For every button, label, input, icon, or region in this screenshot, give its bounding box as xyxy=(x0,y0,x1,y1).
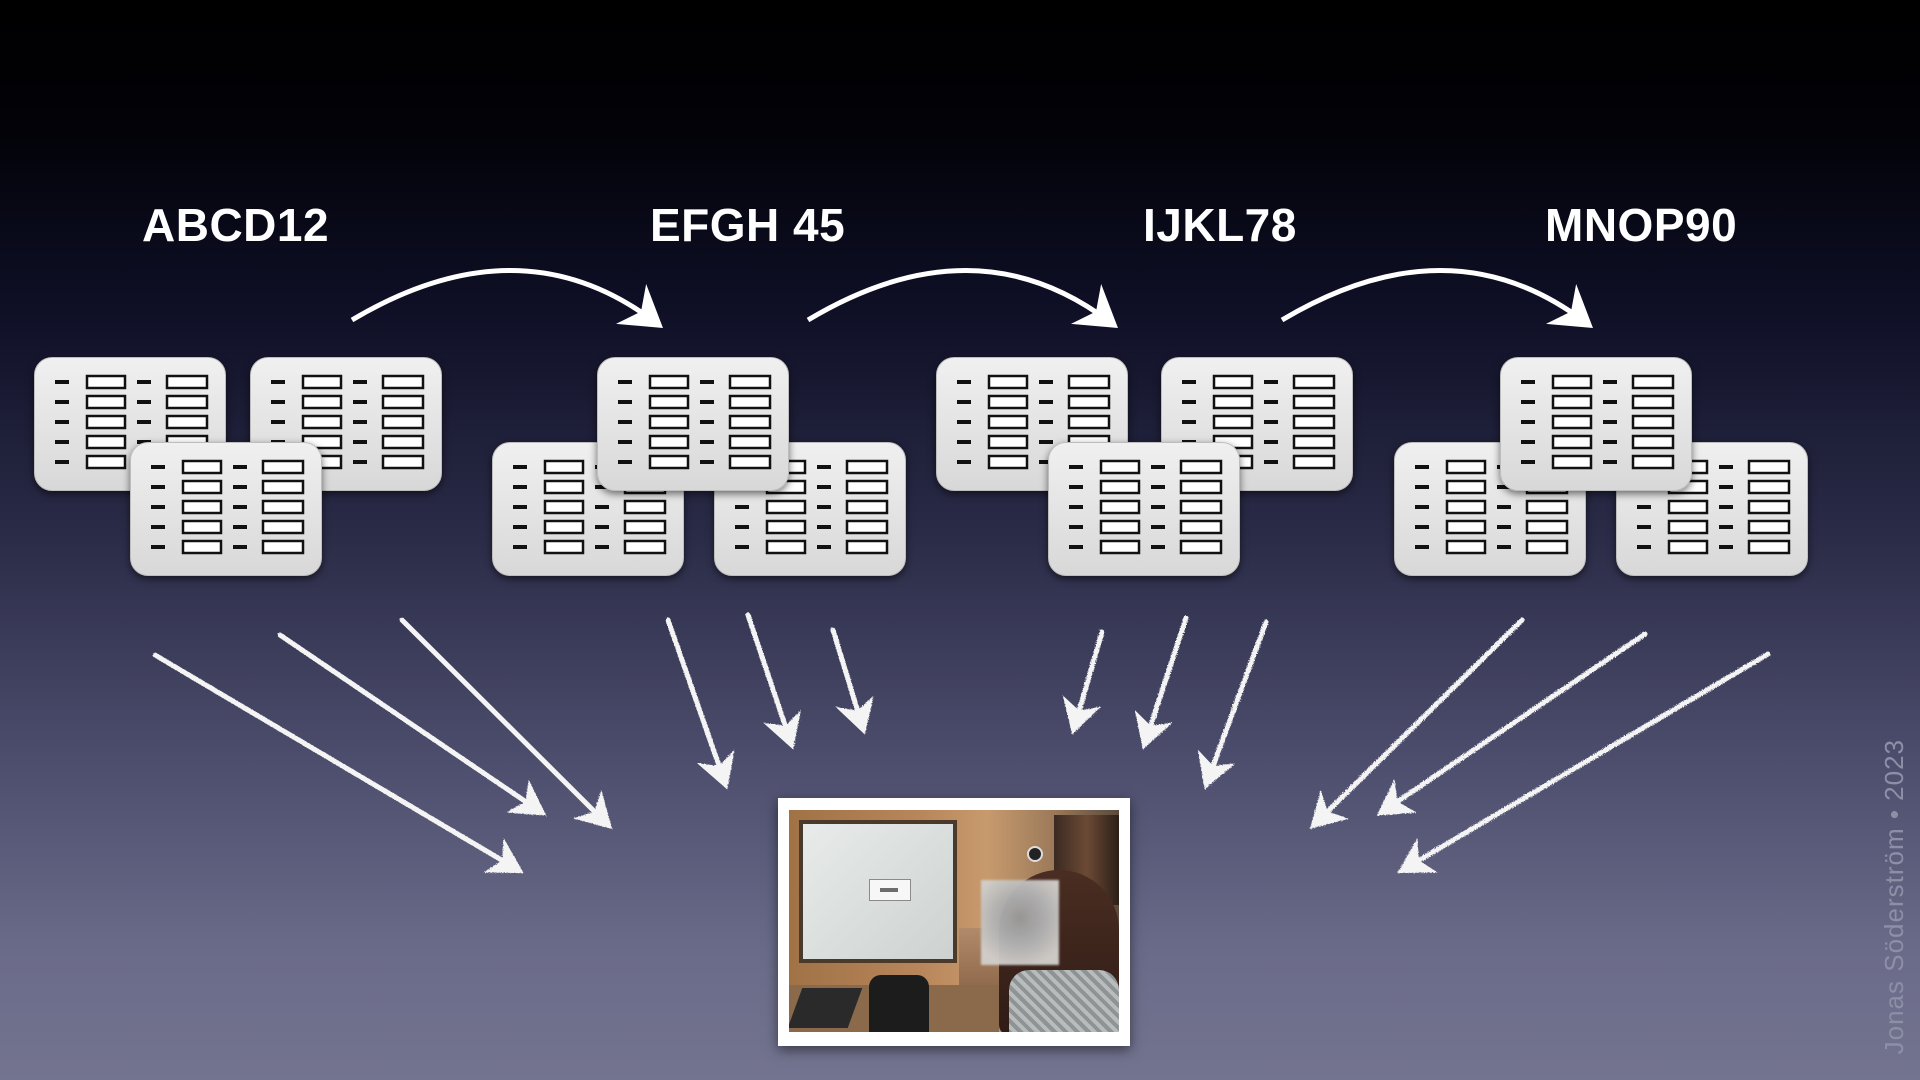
chalk-arrow-12 xyxy=(1397,651,1771,874)
photo-content xyxy=(789,810,1119,1032)
group-label-ijkl78: IJKL78 xyxy=(1143,199,1297,251)
blurred-face xyxy=(981,880,1059,965)
chalk-arrow-7 xyxy=(1062,629,1105,735)
classroom-photo xyxy=(778,798,1130,1046)
group-label-mnop90: MNOP90 xyxy=(1545,199,1738,251)
curved-arrow-1 xyxy=(350,268,663,329)
table-card-icon xyxy=(1500,357,1692,491)
chalk-arrow-8 xyxy=(1134,615,1189,750)
person-sweater xyxy=(1009,970,1119,1032)
group-label-abcd12: ABCD12 xyxy=(142,199,330,251)
table-card-icon xyxy=(130,442,322,576)
table-card-icon xyxy=(597,357,789,491)
screen-dialog-box xyxy=(869,879,911,901)
chalk-arrow-10 xyxy=(1309,617,1525,830)
table-card-icon xyxy=(1048,442,1240,576)
author-credit: Jonas Söderström • 2023 xyxy=(1879,738,1909,1054)
projector-screen xyxy=(799,820,957,963)
wall-clock-icon xyxy=(1027,846,1043,862)
chalk-arrow-1 xyxy=(152,652,524,874)
curved-arrow-2 xyxy=(806,268,1118,329)
chalk-arrow-2 xyxy=(277,632,547,816)
chalk-arrow-9 xyxy=(1197,619,1269,790)
chalk-arrow-4 xyxy=(665,617,735,790)
chalk-arrow-5 xyxy=(745,612,801,750)
chalk-arrow-11 xyxy=(1376,631,1648,816)
curved-arrow-3 xyxy=(1280,268,1593,329)
chalk-arrow-6 xyxy=(830,627,874,735)
chalk-arrow-3 xyxy=(399,617,613,830)
group-label-efgh45: EFGH 45 xyxy=(650,199,846,251)
chair xyxy=(869,975,929,1032)
